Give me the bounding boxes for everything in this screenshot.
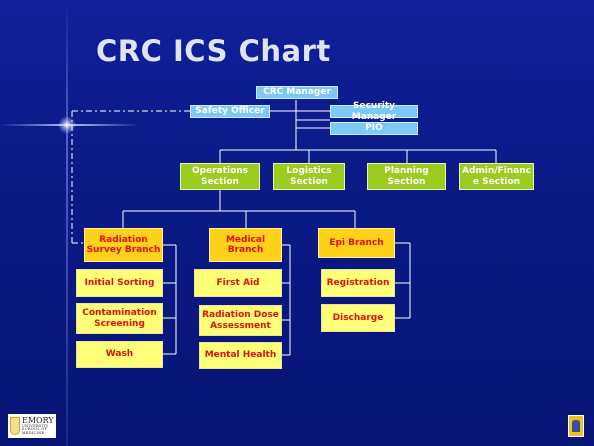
- crc-manager-box: CRC Manager: [256, 86, 338, 99]
- mental-health-box: Mental Health: [199, 342, 282, 369]
- pio-box: PIO: [330, 122, 418, 135]
- safety-officer-box: Safety Officer: [190, 105, 270, 118]
- operations-section-box: Operations Section: [180, 163, 260, 190]
- medical-branch-box: Medical Branch: [209, 228, 282, 262]
- emory-shield-icon: [10, 417, 20, 435]
- radiation-dose-assessment-box: Radiation Dose Assessment: [199, 305, 282, 336]
- radiation-survey-branch-box: Radiation Survey Branch: [84, 228, 163, 262]
- registration-box: Registration: [321, 269, 395, 297]
- admin-finance-section-box: Admin/Financ e Section: [459, 163, 534, 190]
- decorative-vertical-line: [66, 0, 68, 446]
- discharge-box: Discharge: [321, 304, 395, 332]
- planning-section-box: Planning Section: [367, 163, 446, 190]
- epi-branch-box: Epi Branch: [318, 228, 395, 258]
- emory-logo: EMORY UNIVERSITY SCHOOL OF MEDICINE: [8, 414, 56, 438]
- page-title: CRC ICS Chart: [96, 34, 331, 68]
- initial-sorting-box: Initial Sorting: [76, 269, 163, 297]
- wash-box: Wash: [76, 341, 163, 368]
- hospital-logo-icon: [568, 415, 584, 437]
- contamination-screening-box: Contamination Screening: [76, 303, 163, 334]
- logistics-section-box: Logistics Section: [273, 163, 345, 190]
- security-manager-box: Security Manager: [330, 101, 418, 122]
- first-aid-box: First Aid: [194, 269, 282, 297]
